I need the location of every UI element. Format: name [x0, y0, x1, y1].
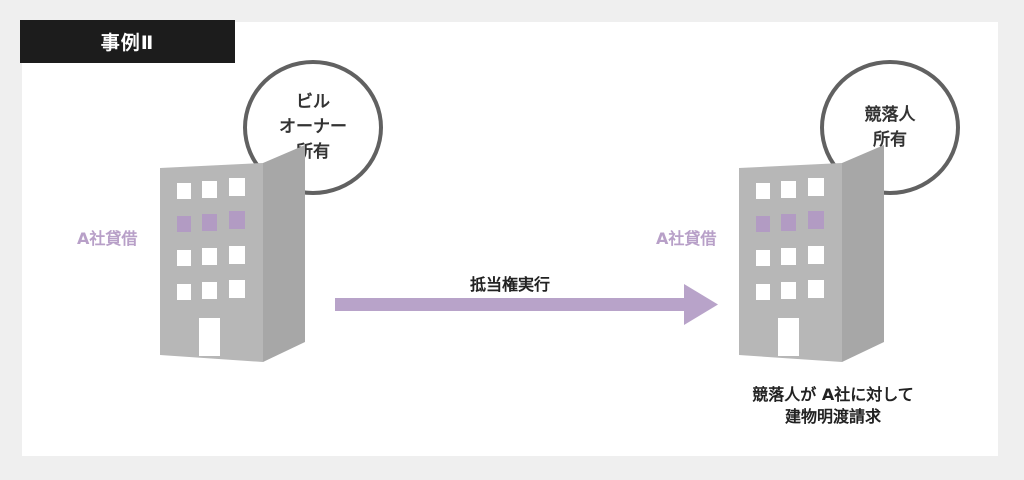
left-building-side: [263, 145, 305, 362]
foreclosure-arrow: [335, 284, 718, 325]
left-building-windows: [177, 178, 245, 356]
right-building-windows: [756, 178, 824, 356]
right-building-side: [842, 145, 884, 362]
claim-note-line-1: 競落人が A社に対して: [752, 385, 914, 404]
right-building: [739, 145, 884, 362]
claim-note-line-2: 建物明渡請求: [784, 407, 881, 426]
claim-note: 競落人が A社に対して 建物明渡請求: [733, 384, 933, 428]
left-owner-line-2: オーナー: [279, 117, 347, 137]
arrow-label: 抵当権実行: [470, 275, 551, 294]
left-lease-label: A社貸借: [77, 229, 138, 248]
case-tag: 事例Ⅱ: [20, 20, 235, 63]
right-owner-line-2: 所有: [873, 129, 907, 150]
left-building: [160, 145, 305, 362]
right-owner-line-1: 競落人: [864, 104, 916, 125]
right-lease-label: A社貸借: [656, 229, 717, 248]
left-owner-line-1: ビル: [296, 92, 330, 112]
